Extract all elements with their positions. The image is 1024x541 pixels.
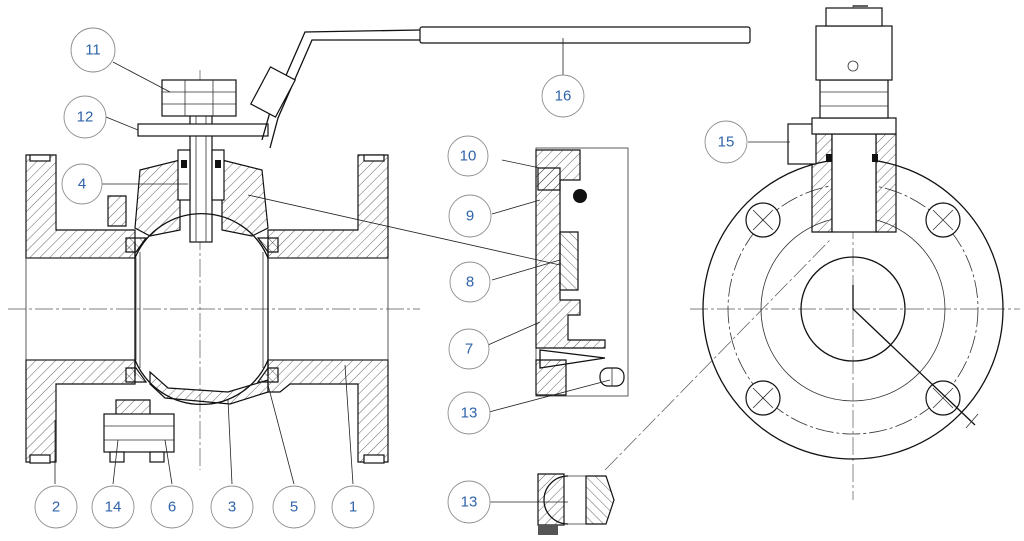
callout-13-upper: 13 [447, 391, 491, 435]
callout-14: 14 [91, 485, 135, 529]
callout-16: 16 [541, 74, 585, 118]
callout-14-label: 14 [105, 499, 122, 516]
callout-13-upper-label: 13 [461, 405, 478, 422]
callout-8-label: 8 [466, 274, 474, 291]
callout-5-label: 5 [290, 499, 298, 516]
detail-view [535, 147, 629, 397]
callout-16-label: 16 [555, 88, 572, 105]
callout-8: 8 [449, 261, 491, 303]
callout-3: 3 [210, 485, 254, 529]
callout-1-label: 1 [349, 499, 357, 516]
callout-10: 10 [447, 135, 489, 177]
callout-11: 11 [70, 27, 116, 73]
callout-15: 15 [704, 120, 748, 164]
detail-13 [537, 239, 831, 535]
callout-11-label: 11 [85, 42, 101, 59]
callout-9: 9 [448, 194, 492, 238]
callout-6-label: 6 [168, 499, 176, 516]
callout-3-label: 3 [228, 499, 236, 516]
callout-13-lower: 13 [447, 480, 491, 524]
callout-5: 5 [272, 485, 316, 529]
callout-13-lower-label: 13 [461, 494, 478, 511]
callout-15-label: 15 [718, 134, 735, 151]
callout-7-label: 7 [465, 341, 473, 358]
leader-lines [54, 38, 790, 503]
callout-2-label: 2 [52, 499, 60, 516]
callout-12: 12 [63, 95, 107, 139]
callout-10-label: 10 [460, 148, 477, 165]
section-view [8, 26, 751, 470]
callout-2: 2 [34, 485, 78, 529]
callout-7: 7 [448, 328, 490, 370]
callout-4-label: 4 [78, 176, 86, 193]
callout-1: 1 [331, 485, 375, 529]
callout-12-label: 12 [77, 109, 94, 126]
callout-4: 4 [61, 163, 103, 205]
end-view [690, 5, 1020, 500]
callout-9-label: 9 [466, 208, 474, 225]
callout-6: 6 [150, 485, 194, 529]
